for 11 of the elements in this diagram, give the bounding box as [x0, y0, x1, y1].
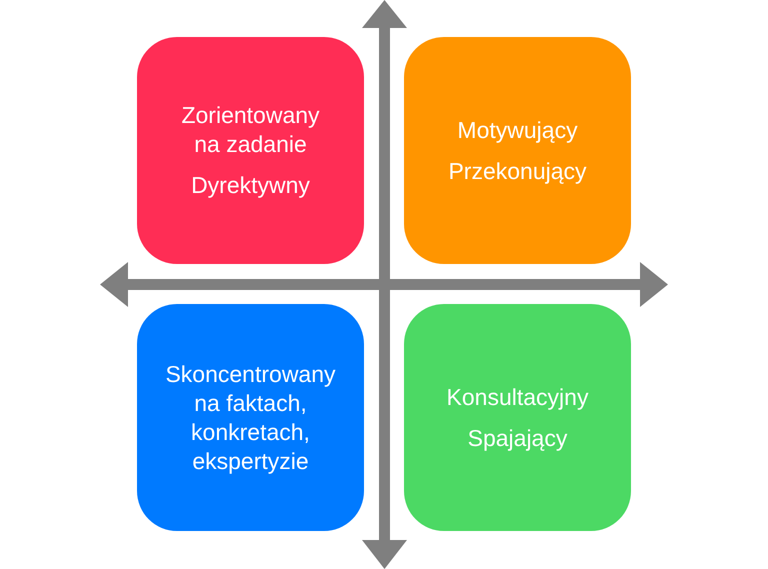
box-label: Skoncentrowany na faktach, konkretach, ekspertyzie [164, 360, 337, 476]
quadrant-box [137, 37, 364, 264]
box-label: Zorientowany na zadanie [180, 101, 321, 159]
quadrant-box [404, 37, 631, 264]
box-label: Spajający [468, 424, 568, 452]
quadrant-box [404, 304, 631, 531]
quadrant-box [137, 304, 364, 531]
box-label: Motywujący [457, 116, 578, 144]
box-label: Przekonujący [448, 156, 587, 186]
box-label: Konsultacyjny [446, 382, 588, 412]
box-label: Dyrektywny [191, 171, 310, 200]
